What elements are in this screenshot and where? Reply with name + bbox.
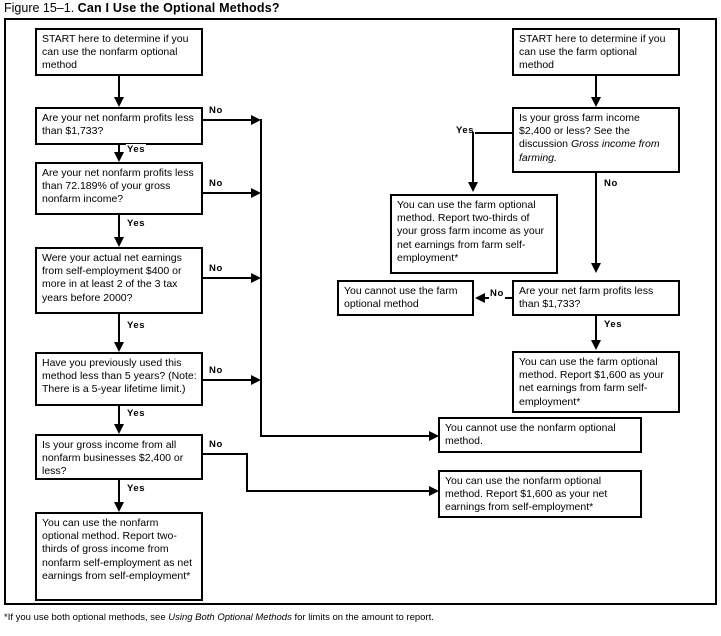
farm-result-cannot-use-box: You cannot use the farm optional method: [337, 280, 474, 316]
nonfarm-result-report-1600-text: You can use the nonfarm optional method.…: [445, 475, 608, 514]
nonfarm-question-1-box: Are your net nonfarm profits less than $…: [35, 107, 203, 145]
connector-no-bus-vertical: [260, 119, 262, 437]
nonfarm-start-box: START here to determine if you can use t…: [35, 28, 203, 76]
connector-farm-q2-yes: [595, 316, 597, 340]
farm-result-report-1600-text: You can use the farm optional method. Re…: [519, 356, 664, 408]
connector-no-q5-seg1: [203, 453, 248, 455]
nonfarm-question-4-box: Have you previously used this method les…: [35, 352, 203, 406]
arrowhead-no-q2: [251, 188, 261, 198]
connector-no-q3: [203, 277, 252, 279]
nonfarm-question-5-text: Is your gross income from all nonfarm bu…: [42, 439, 184, 478]
connector-no-q1: [203, 119, 252, 121]
farm-start-box: START here to determine if you can use t…: [512, 28, 680, 76]
edge-label-yes-farm-q1: Yes: [455, 125, 476, 136]
nonfarm-question-5-box: Is your gross income from all nonfarm bu…: [35, 434, 203, 480]
farm-result-two-thirds-text: You can use the farm optional method. Re…: [397, 199, 545, 264]
nonfarm-result-report-1600-box: You can use the nonfarm optional method.…: [438, 470, 642, 518]
farm-question-1-text-part2: .: [554, 151, 557, 164]
nonfarm-start-text: START here to determine if you can use t…: [42, 33, 189, 72]
connector-no-bus-to-cannot-use: [260, 435, 430, 437]
nonfarm-result-two-thirds-box: You can use the nonfarm optional method.…: [35, 512, 203, 601]
connector-q1-to-q2: [118, 145, 120, 152]
connector-no-q4: [203, 379, 252, 381]
nonfarm-question-3-box: Were your actual net earnings from self-…: [35, 247, 203, 314]
arrowhead-cannot-use-nonfarm: [429, 431, 439, 441]
nonfarm-question-3-text: Were your actual net earnings from self-…: [42, 252, 182, 304]
edge-label-yes-q1: Yes: [126, 144, 147, 155]
arrowhead-farm-report-1600: [590, 340, 601, 350]
connector-q2-to-q3: [118, 215, 120, 237]
connector-farm-no-to-q2: [595, 173, 597, 263]
arrowhead-q5-to-result: [113, 502, 124, 512]
edge-label-yes-q3: Yes: [126, 320, 147, 331]
connector-farm-start-to-q1: [595, 76, 597, 98]
edge-label-no-q2: No: [208, 178, 224, 189]
farm-result-report-1600-box: You can use the farm optional method. Re…: [512, 351, 680, 413]
arrowhead-q3-to-q4: [113, 342, 124, 352]
nonfarm-question-4-text: Have you previously used this method les…: [42, 357, 197, 396]
nonfarm-result-cannot-use-box: You cannot use the nonfarm optional meth…: [438, 417, 642, 453]
arrowhead-q2-to-q3: [113, 237, 124, 247]
figure-heading: Can I Use the Optional Methods?: [77, 1, 280, 15]
edge-label-no-farm-q1: No: [603, 178, 619, 189]
edge-label-no-q3: No: [208, 263, 224, 274]
nonfarm-result-two-thirds-text: You can use the nonfarm optional method.…: [42, 517, 192, 582]
edge-label-yes-farm-q2: Yes: [603, 319, 624, 330]
connector-no-q5-seg3: [246, 490, 430, 492]
flowchart-frame: START here to determine if you can use t…: [4, 18, 717, 605]
farm-result-cannot-use-text: You cannot use the farm optional method: [344, 285, 458, 311]
arrowhead-no-q3: [251, 273, 261, 283]
arrowhead-start-to-q1: [113, 97, 124, 107]
nonfarm-result-cannot-use-text: You cannot use the nonfarm optional meth…: [445, 422, 616, 448]
edge-label-no-farm-q2: No: [489, 288, 505, 299]
farm-question-2-text: Are your net farm profits less than $1,7…: [519, 285, 654, 311]
footnote: *If you use both optional methods, see U…: [4, 612, 434, 624]
nonfarm-question-2-text: Are your net nonfarm profits less than 7…: [42, 167, 194, 206]
connector-q4-to-q5: [118, 406, 120, 424]
edge-label-no-q4: No: [208, 365, 224, 376]
connector-start-to-q1: [118, 76, 120, 98]
figure-title: Figure 15–1. Can I Use the Optional Meth…: [4, 1, 280, 16]
arrowhead-farm-q2: [590, 263, 601, 273]
nonfarm-question-1-text: Are your net nonfarm profits less than $…: [42, 112, 194, 138]
connector-farm-yes-seg1: [472, 132, 513, 134]
farm-question-2-box: Are your net farm profits less than $1,7…: [512, 280, 680, 316]
footnote-suffix: for limits on the amount to report.: [291, 612, 434, 623]
arrowhead-q1-to-q2: [113, 152, 124, 162]
edge-label-no-q5: No: [208, 439, 224, 450]
arrowhead-q4-to-q5: [113, 424, 124, 434]
edge-label-no-q1: No: [208, 105, 224, 116]
arrowhead-no-q1: [251, 115, 261, 125]
arrowhead-report-1600-nonfarm: [429, 486, 439, 496]
farm-result-two-thirds-box: You can use the farm optional method. Re…: [390, 194, 558, 274]
arrowhead-no-q4: [251, 375, 261, 385]
footnote-italic-title: Using Both Optional Methods: [168, 612, 292, 623]
footnote-prefix: *If you use both optional methods, see: [4, 612, 169, 623]
farm-question-1-box: Is your gross farm income $2,400 or less…: [512, 107, 680, 173]
edge-label-yes-q2: Yes: [126, 218, 147, 229]
nonfarm-question-2-box: Are your net nonfarm profits less than 7…: [35, 162, 203, 215]
arrowhead-farm-two-thirds: [467, 182, 478, 192]
connector-no-q5-seg2: [246, 453, 248, 492]
arrowhead-farm-cannot-use: [475, 293, 485, 303]
figure-number: Figure 15–1.: [4, 1, 75, 15]
connector-no-q2: [203, 192, 252, 194]
connector-q5-to-result: [118, 480, 120, 502]
connector-q3-to-q4: [118, 314, 120, 342]
edge-label-yes-q5: Yes: [126, 483, 147, 494]
edge-label-yes-q4: Yes: [126, 408, 147, 419]
farm-question-1-text-part1: Is your gross farm income $2,400 or less…: [519, 112, 640, 151]
arrowhead-farm-start-to-q1: [590, 97, 601, 107]
farm-start-text: START here to determine if you can use t…: [519, 33, 666, 72]
connector-farm-yes-seg2: [472, 132, 474, 182]
farm-question-1-text-italic: Gross income from farming: [519, 138, 660, 164]
